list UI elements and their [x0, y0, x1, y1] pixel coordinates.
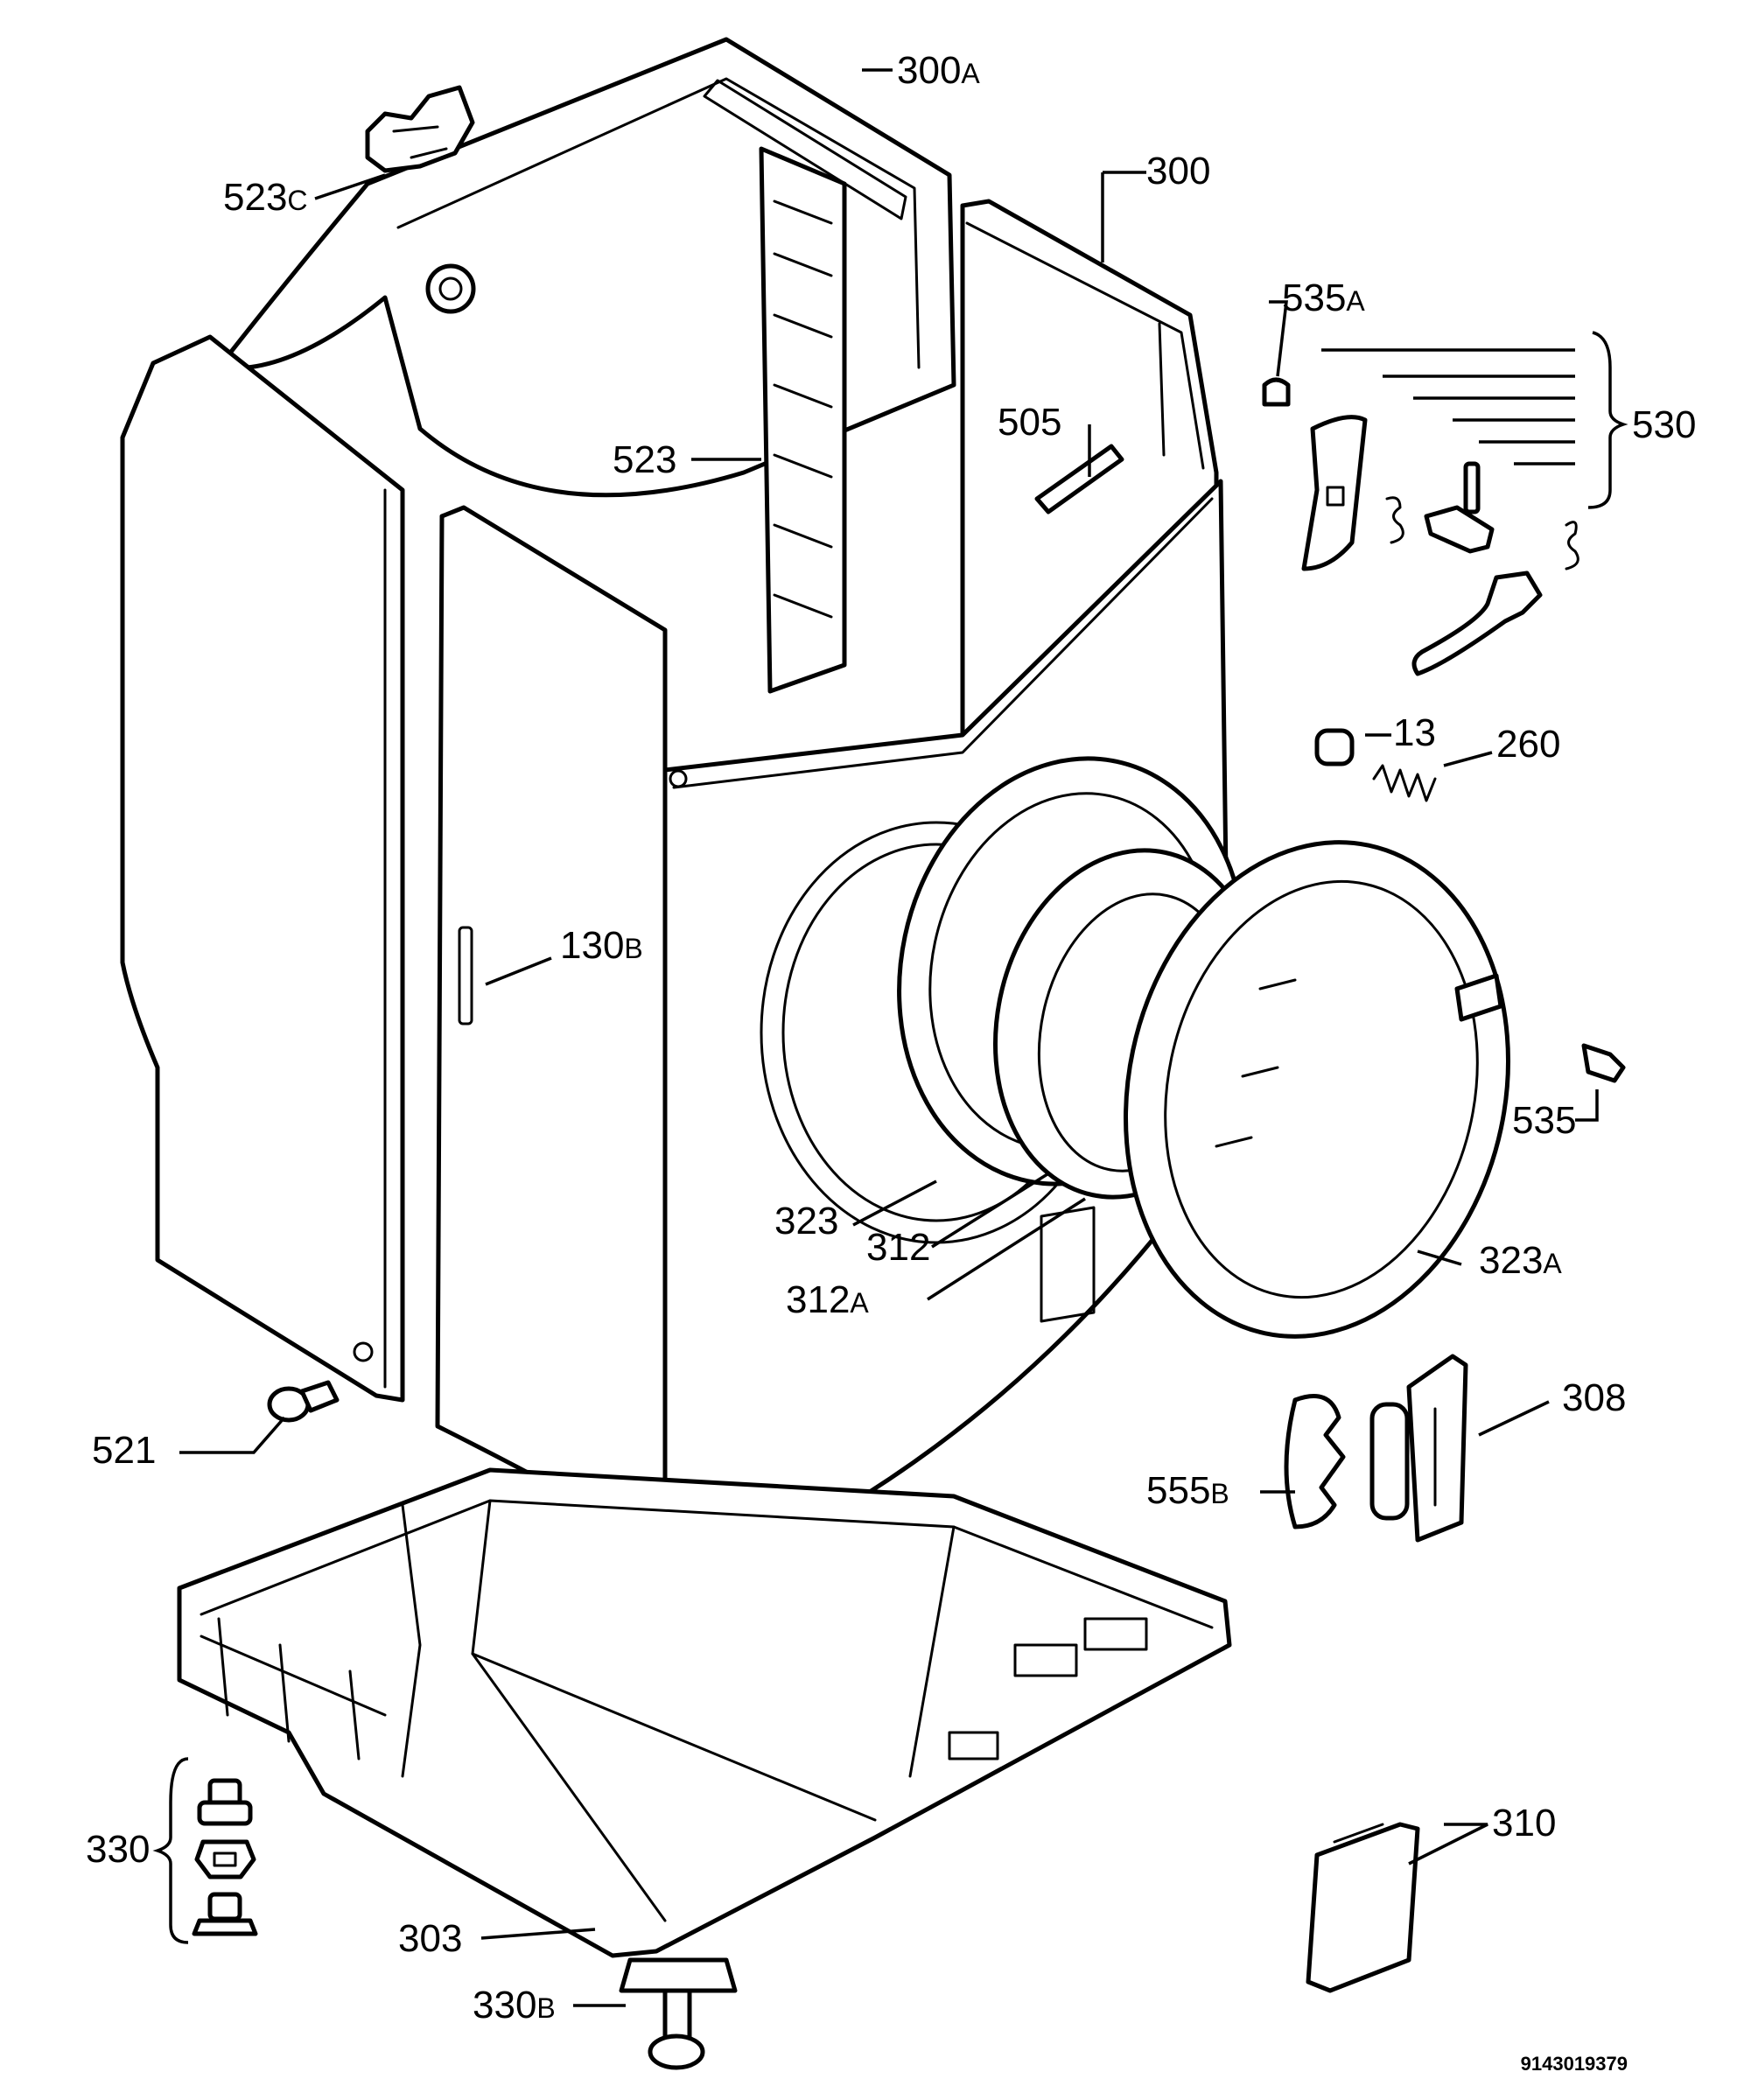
left-side-panel	[120, 334, 405, 1403]
latch-cap-535a	[1262, 377, 1291, 407]
label-308: 308	[1562, 1376, 1626, 1419]
label-523c: 523C	[223, 176, 308, 219]
label-300a: 300A	[897, 49, 980, 92]
door-assembly	[897, 756, 1510, 1339]
label-523: 523	[613, 438, 676, 481]
latch-lever	[1424, 505, 1495, 554]
latch-pin	[1463, 461, 1481, 514]
control-recess	[1040, 1206, 1096, 1323]
flap-310	[1306, 1822, 1420, 1993]
bush-13	[1314, 728, 1355, 766]
label-260: 260	[1496, 723, 1560, 766]
fasteners-330	[192, 1778, 258, 1936]
pin-535	[1581, 1043, 1626, 1083]
hinge-308	[1369, 1354, 1468, 1543]
latch-spring-right	[1565, 521, 1579, 570]
front-panel	[435, 505, 668, 1551]
front-panel-slot	[458, 926, 473, 1026]
label-323: 323	[774, 1200, 838, 1242]
label-535a: 535A	[1282, 276, 1365, 319]
base-plate	[177, 1467, 1232, 1958]
base-vent-3	[948, 1731, 999, 1760]
base-vent-2	[1083, 1617, 1148, 1651]
door-catch	[1454, 973, 1503, 1022]
label-13: 13	[1393, 711, 1436, 754]
document-id: 9143019379	[1521, 2053, 1628, 2075]
label-312a: 312A	[786, 1278, 869, 1321]
label-330: 330	[86, 1828, 150, 1871]
leader-lines	[152, 68, 1628, 2007]
latch-parts	[1262, 377, 1579, 676]
latch-spring-small	[1385, 496, 1404, 544]
door-handle	[1411, 570, 1543, 676]
latch-plate	[1301, 415, 1368, 571]
rear-ribbed-strip	[759, 146, 847, 694]
label-555b: 555B	[1146, 1469, 1229, 1512]
label-530: 530	[1632, 403, 1696, 446]
foot-330b	[619, 1957, 738, 2070]
label-303: 303	[398, 1917, 462, 1960]
cover-555b	[1284, 1394, 1346, 1530]
label-130b: 130B	[560, 924, 643, 967]
screw-521	[267, 1380, 340, 1423]
label-312: 312	[866, 1226, 930, 1269]
label-505: 505	[998, 401, 1061, 444]
base-frame	[177, 1467, 1232, 1958]
door-outer-frame	[1124, 840, 1510, 1339]
label-521: 521	[92, 1429, 156, 1472]
part-labels: 300A 523C 300 535A 530 505 523 13 260 13…	[86, 49, 1696, 2075]
label-323a: 323A	[1479, 1239, 1562, 1282]
top-hole	[425, 263, 476, 314]
rod-505	[1034, 444, 1124, 514]
spring-260	[1372, 764, 1437, 802]
label-310: 310	[1492, 1802, 1556, 1844]
base-vent-1	[1013, 1643, 1078, 1677]
label-535: 535	[1512, 1099, 1576, 1142]
label-330b: 330B	[473, 1984, 556, 2026]
label-300: 300	[1146, 150, 1210, 192]
